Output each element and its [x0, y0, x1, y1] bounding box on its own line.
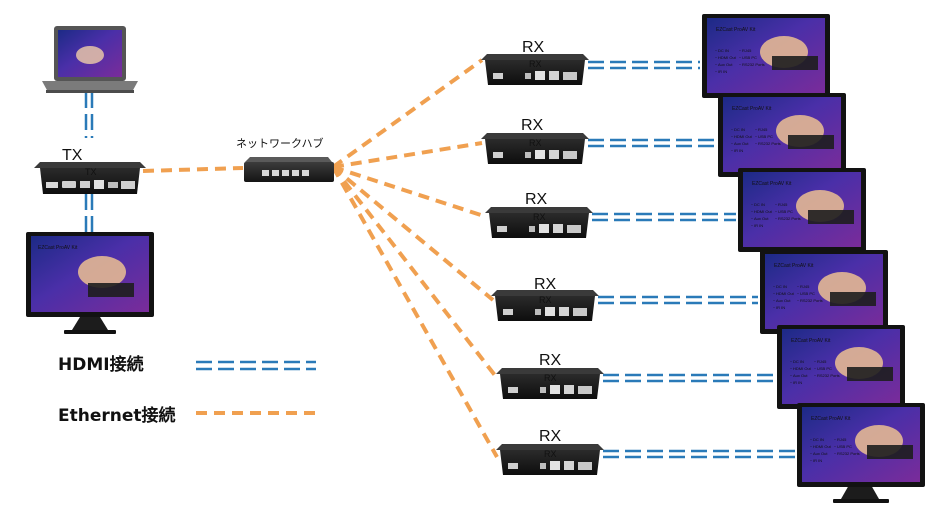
display-spec-right: ・RS232 Ports	[796, 298, 823, 303]
display-spec-left: ・IR IN	[789, 380, 802, 385]
display-spec-right: ・RJ45	[774, 202, 788, 207]
hub-label: ネットワークハブ	[236, 136, 323, 150]
display-spec-left: ・HDMI Out	[772, 291, 795, 296]
display-title: EZCast ProAV Kit	[732, 106, 772, 112]
display-spec-right: ・RJ45	[833, 437, 847, 442]
display-spec-left: ・IR IN	[730, 148, 743, 153]
display-spec-left: ・IR IN	[714, 69, 727, 74]
display-title: EZCast ProAV Kit	[716, 27, 756, 33]
display-spec-right: ・USB PC	[796, 291, 815, 296]
rx-display-2: EZCast ProAV Kit ・DC IN ・HDMI Out ・Aux Out ・…	[718, 93, 846, 177]
tx-monitor-title: EZCast ProAV Kit	[38, 245, 78, 251]
ethernet-line-tx-hub	[142, 166, 244, 173]
display-spec-left: ・HDMI Out	[714, 55, 737, 60]
rx-receivers: RX RX RX RX RX RX RX RX RX RX RX RX	[481, 39, 604, 475]
display-spec-left: ・DC IN	[772, 284, 787, 289]
display-spec-left: ・Aux Out	[730, 141, 749, 146]
legend-hdmi-line	[196, 360, 316, 371]
rx-display-6: EZCast ProAV Kit ・DC IN ・HDMI Out ・Aux Out ・…	[797, 403, 925, 503]
rx-display-4: EZCast ProAV Kit ・DC IN ・HDMI Out ・Aux Out ・…	[760, 250, 888, 334]
display-spec-right: ・USB PC	[774, 209, 793, 214]
rx-display-3: EZCast ProAV Kit ・DC IN ・HDMI Out ・Aux Out ・…	[738, 168, 866, 252]
display-spec-right: ・RS232 Ports	[833, 451, 860, 456]
display-spec-left: ・HDMI Out	[809, 444, 832, 449]
display-spec-left: ・IR IN	[750, 223, 763, 228]
tx-monitor: EZCast ProAV Kit	[26, 232, 154, 334]
ethernet-line-rx5	[331, 165, 499, 380]
display-spec-left: ・HDMI Out	[789, 366, 812, 371]
display-spec-left: ・IR IN	[772, 305, 785, 310]
ethernet-line-rx3	[332, 165, 488, 219]
display-spec-right: ・USB PC	[754, 134, 773, 139]
display-spec-right: ・RS232 Ports	[754, 141, 781, 146]
display-spec-right: ・RS232 Ports	[738, 62, 765, 67]
rx-displays: EZCast ProAV Kit ・DC IN ・HDMI Out ・Aux Out ・…	[702, 14, 925, 503]
rx-label: RX	[539, 352, 562, 369]
rx-display-5: EZCast ProAV Kit ・DC IN ・HDMI Out ・Aux Out ・…	[777, 325, 905, 409]
rx-display-1: EZCast ProAV Kit ・DC IN ・HDMI Out ・Aux Out ・…	[702, 14, 830, 98]
rx-label: RX	[521, 117, 544, 134]
ethernet-line-rx4	[331, 165, 495, 302]
display-spec-left: ・Aux Out	[809, 451, 828, 456]
rx-device-text: RX	[529, 59, 542, 69]
rx-unit-4: RX RX	[491, 276, 599, 321]
hdmi-connections	[84, 60, 795, 459]
display-spec-left: ・DC IN	[789, 359, 804, 364]
legend-hdmi-label: HDMI接続	[58, 354, 144, 375]
display-spec-right: ・RJ45	[738, 48, 752, 53]
display-spec-left: ・IR IN	[809, 458, 822, 463]
rx-device-text: RX	[529, 138, 542, 148]
display-spec-left: ・DC IN	[714, 48, 729, 53]
tx-device-text: TX	[85, 167, 97, 177]
display-spec-right: ・USB PC	[813, 366, 832, 371]
display-spec-right: ・RJ45	[754, 127, 768, 132]
display-spec-left: ・DC IN	[750, 202, 765, 207]
display-spec-right: ・USB PC	[738, 55, 757, 60]
rx-label: RX	[539, 428, 562, 445]
rx-unit-5: RX RX	[496, 352, 604, 399]
display-spec-left: ・HDMI Out	[750, 209, 773, 214]
laptop-icon	[42, 26, 138, 93]
rx-label: RX	[525, 191, 548, 208]
rx-device-text: RX	[539, 295, 552, 305]
hub-ports	[262, 170, 309, 176]
rx-device-text: RX	[533, 212, 546, 222]
rx-label: RX	[534, 276, 557, 293]
rx-unit-2: RX RX	[481, 117, 589, 164]
network-hub: ネットワークハブ	[236, 136, 334, 182]
display-spec-left: ・Aux Out	[772, 298, 791, 303]
display-spec-left: ・HDMI Out	[730, 134, 753, 139]
display-title: EZCast ProAV Kit	[791, 338, 831, 344]
display-title: EZCast ProAV Kit	[811, 416, 851, 422]
ethernet-connections	[142, 58, 499, 458]
display-title: EZCast ProAV Kit	[752, 181, 792, 187]
rx-unit-3: RX RX	[485, 191, 593, 238]
display-spec-right: ・RS232 Ports	[774, 216, 801, 221]
display-spec-right: ・USB PC	[833, 444, 852, 449]
ethernet-line-rx1	[331, 58, 484, 169]
display-spec-right: ・RS232 Ports	[813, 373, 840, 378]
display-spec-left: ・Aux Out	[789, 373, 808, 378]
rx-unit-1: RX RX	[481, 39, 589, 85]
legend-ethernet-label: Ethernet接続	[58, 405, 176, 426]
display-spec-right: ・RJ45	[796, 284, 810, 289]
tx-label: TX	[62, 147, 83, 164]
rx-device-text: RX	[544, 373, 557, 383]
display-title: EZCast ProAV Kit	[774, 263, 814, 269]
display-spec-left: ・Aux Out	[750, 216, 769, 221]
ethernet-line-rx6	[331, 166, 499, 458]
rx-label: RX	[522, 39, 545, 56]
display-spec-left: ・DC IN	[730, 127, 745, 132]
display-spec-left: ・Aux Out	[714, 62, 733, 67]
legend: HDMI接続 Ethernet接続	[58, 354, 316, 426]
rx-device-text: RX	[544, 449, 557, 459]
display-spec-left: ・DC IN	[809, 437, 824, 442]
rx-unit-6: RX RX	[496, 428, 604, 475]
display-spec-right: ・RJ45	[813, 359, 827, 364]
tx-transmitter: TX TX	[34, 147, 146, 194]
ethernet-line-rx2	[332, 141, 483, 169]
